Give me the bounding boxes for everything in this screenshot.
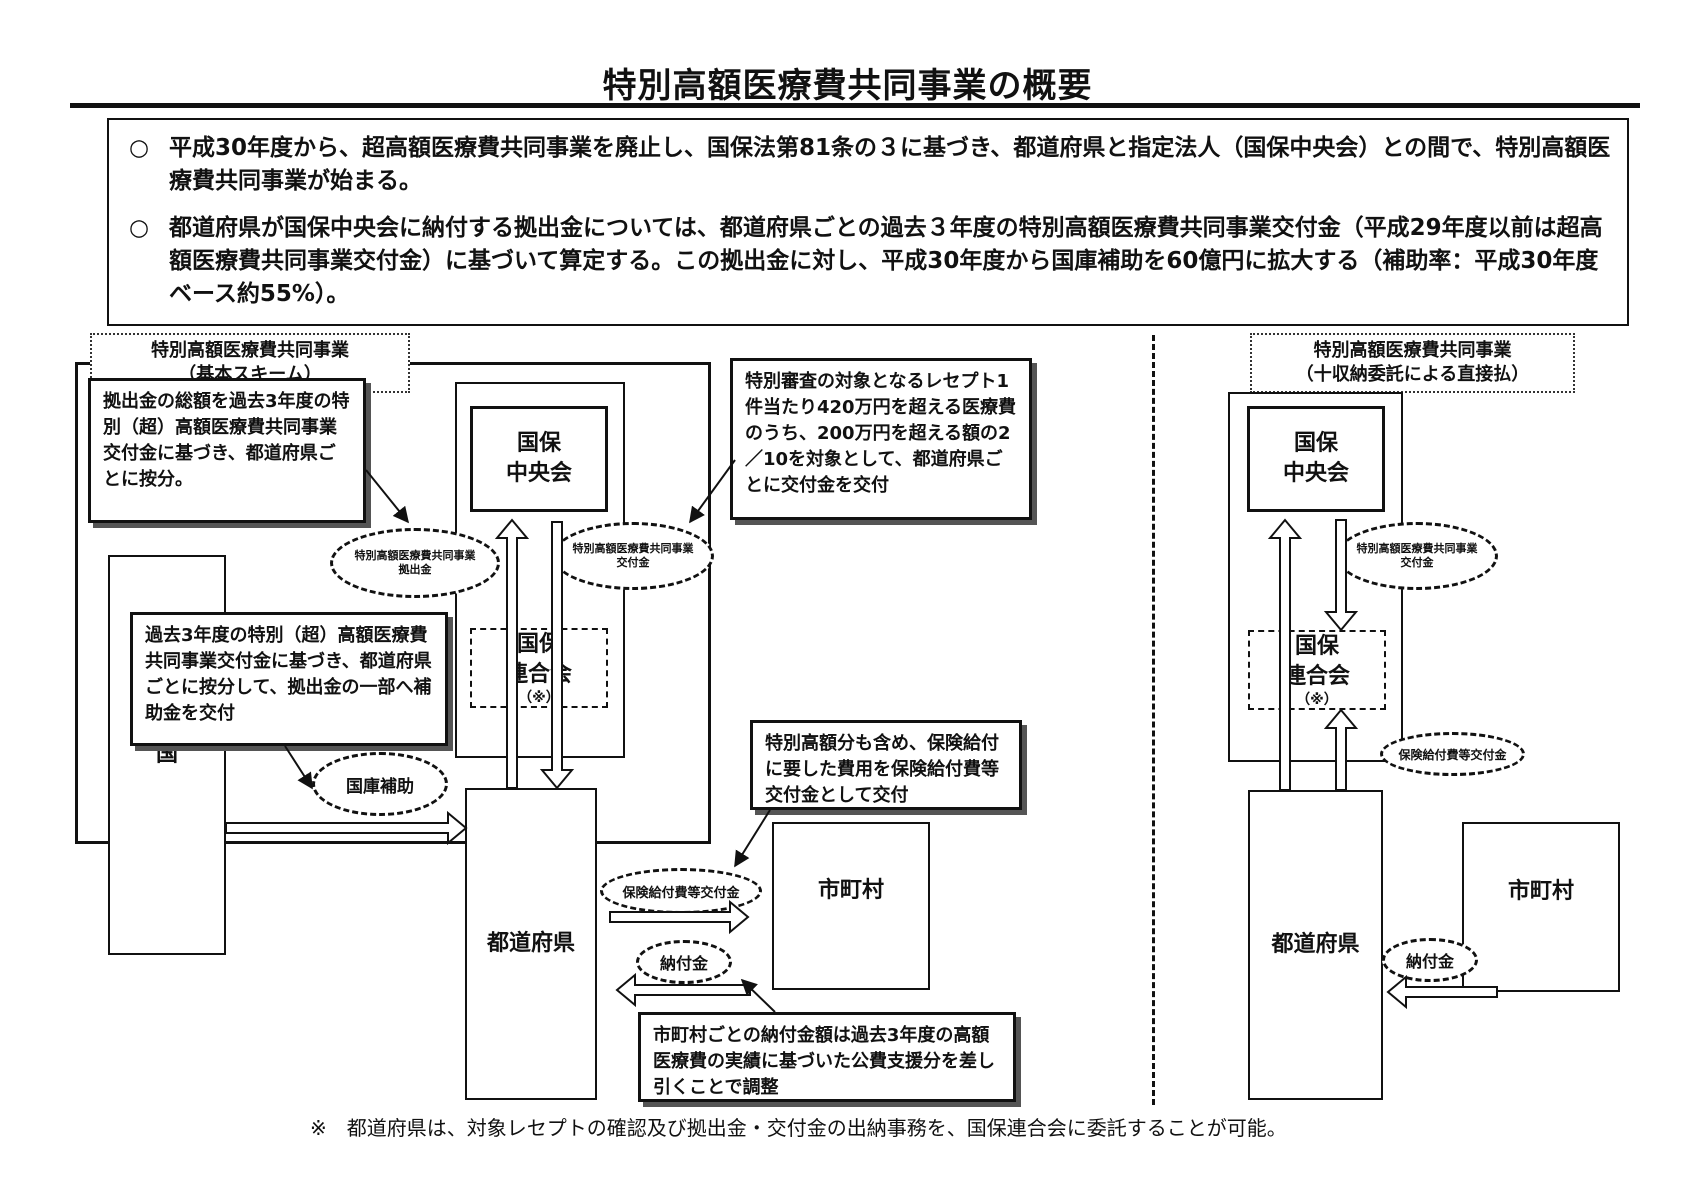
- ellipse-payment-right-label: 納付金: [1405, 952, 1454, 971]
- municipality-left: 市町村: [772, 822, 930, 990]
- prefecture-left: 都道府県: [465, 788, 597, 1100]
- bullet-circle-icon: ○: [129, 135, 150, 161]
- note-subsidy-allocation: 過去3年度の特別（超）高額医療費共同事業交付金に基づき、都道府県ごとに按分して、…: [130, 612, 448, 746]
- federation-right-line2: 連合会: [1283, 664, 1350, 689]
- note-grant-criteria: 特別審査の対象となるレセプト1件当たり420万円を超える医療費のうち、200万円…: [730, 358, 1032, 520]
- pointer-payment: [740, 978, 776, 1013]
- ellipse-national-subsidy: 国庫補助: [312, 752, 448, 816]
- prefecture-right-label: 都道府県: [1271, 932, 1360, 957]
- ellipse-grant-right: 特別高額医療費共同事業 交付金: [1336, 522, 1498, 590]
- prefecture-right: 都道府県: [1248, 790, 1383, 1100]
- ellipse-contribution-line1: 特別高額医療費共同事業: [354, 549, 476, 562]
- kokuho-federation: 国保 連合会 （※）: [470, 628, 608, 708]
- footnote: ※ 都道府県は、対象レセプトの確認及び拠出金・交付金の出納事務を、国保連合会に委…: [310, 1116, 1287, 1140]
- ellipse-payment-right: 納付金: [1382, 938, 1478, 982]
- direct-payment-title-line2: （十収納委託による直接払）: [1295, 364, 1530, 385]
- ellipse-grant-left: 特別高額医療費共同事業 交付金: [552, 522, 714, 590]
- municipality-right-label: 市町村: [1507, 879, 1574, 904]
- ellipse-insurance-grant-right-label: 保険給付費等交付金: [1398, 747, 1507, 762]
- basic-scheme-title-line1: 特別高額医療費共同事業: [151, 340, 349, 361]
- ellipse-grant-left-line1: 特別高額医療費共同事業: [572, 542, 694, 555]
- summary-box: ○ 平成30年度から、超高額医療費共同事業を廃止し、国保法第81条の３に基づき、…: [107, 118, 1629, 326]
- ellipse-insurance-grant-left: 保険給付費等交付金: [600, 868, 762, 914]
- ellipse-payment-left: 納付金: [636, 940, 732, 984]
- ellipse-grant-right-line1: 特別高額医療費共同事業: [1356, 542, 1478, 555]
- note-insurance-grant: 特別高額分も含め、保険給付に要した費用を保険給付費等交付金として交付: [750, 720, 1022, 810]
- municipality-right: 市町村: [1462, 822, 1620, 992]
- page-title: 特別高額医療費共同事業の概要: [602, 66, 1093, 106]
- ellipse-payment-left-label: 納付金: [659, 954, 708, 973]
- central-right-line1: 国保: [1293, 431, 1338, 456]
- kokuho-central-association-right: 国保 中央会: [1247, 406, 1385, 512]
- summary-bullet-1-text: 平成30年度から、超高額医療費共同事業を廃止し、国保法第81条の３に基づき、都道…: [169, 135, 1611, 194]
- national-government-label: 国: [155, 742, 178, 767]
- summary-bullet-1: ○ 平成30年度から、超高額医療費共同事業を廃止し、国保法第81条の３に基づき、…: [129, 132, 1611, 198]
- kokuho-federation-right: 国保 連合会 （※）: [1248, 630, 1386, 710]
- scheme-divider: [1152, 335, 1155, 1105]
- federation-right-note: （※）: [1296, 692, 1338, 708]
- note-contribution-allocation: 拠出金の総額を過去3年度の特別（超）高額医療費共同事業交付金に基づき、都道府県ご…: [88, 378, 366, 523]
- direct-payment-scheme-title: 特別高額医療費共同事業 （十収納委託による直接払）: [1250, 333, 1575, 393]
- federation-label-line1: 国保: [516, 632, 561, 657]
- ellipse-insurance-grant-left-label: 保険給付費等交付金: [622, 885, 740, 901]
- ellipse-national-subsidy-label: 国庫補助: [346, 776, 414, 797]
- ellipse-grant-right-line2: 交付金: [1400, 556, 1434, 569]
- prefecture-left-label: 都道府県: [486, 931, 575, 956]
- ellipse-contribution-line2: 拠出金: [398, 563, 432, 576]
- pointer-insurance: [734, 809, 771, 868]
- summary-bullet-2-text: 都道府県が国保中央会に納付する拠出金については、都道府県ごとの過去３年度の特別高…: [169, 215, 1603, 307]
- note-payment-adjustment: 市町村ごとの納付金額は過去3年度の高額医療費の実績に基づいた公費支援分を差し引く…: [638, 1012, 1016, 1102]
- central-right-line2: 中央会: [1282, 461, 1349, 486]
- summary-bullet-2: ○ 都道府県が国保中央会に納付する拠出金については、都道府県ごとの過去３年度の特…: [129, 212, 1611, 311]
- bullet-circle-icon: ○: [129, 215, 150, 241]
- ellipse-insurance-grant-right: 保険給付費等交付金: [1380, 732, 1525, 776]
- central-label-line2: 中央会: [505, 461, 572, 486]
- federation-label-note: （※）: [518, 690, 560, 706]
- title-underline: [70, 103, 1640, 108]
- ellipse-grant-left-line2: 交付金: [616, 556, 650, 569]
- federation-label-line2: 連合会: [505, 662, 572, 687]
- municipality-left-label: 市町村: [817, 878, 884, 903]
- ellipse-contribution: 特別高額医療費共同事業 拠出金: [330, 528, 500, 598]
- direct-payment-title-line1: 特別高額医療費共同事業: [1313, 340, 1512, 361]
- federation-right-line1: 国保: [1294, 634, 1339, 659]
- kokuho-central-association: 国保 中央会: [470, 406, 608, 512]
- central-label-line1: 国保: [516, 431, 561, 456]
